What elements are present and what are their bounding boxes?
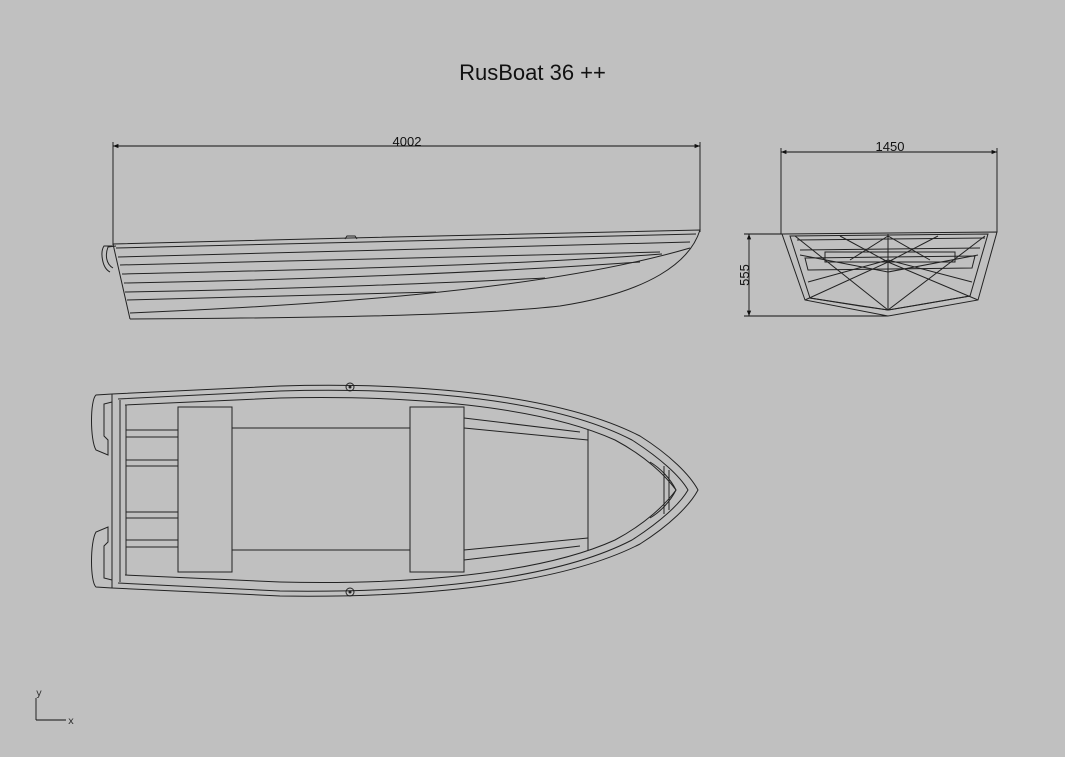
- top-hull: [91, 382, 699, 597]
- height-dimension-label: 555: [737, 264, 752, 286]
- height-dimension: 555: [737, 233, 888, 317]
- length-dimension: 4002: [112, 134, 701, 246]
- length-dimension-label: 4002: [393, 134, 422, 149]
- top-view: [91, 382, 699, 597]
- front-view: 1450 555: [737, 139, 998, 317]
- side-view: 4002: [101, 134, 701, 320]
- beam-dimension: 1450: [780, 139, 998, 234]
- side-hull: [101, 229, 701, 320]
- y-axis-label: y: [36, 688, 42, 699]
- drawing-title: RusBoat 36 ++: [459, 60, 606, 85]
- front-hull: [781, 231, 998, 317]
- axis-indicator: y x: [35, 688, 74, 727]
- x-axis-label: x: [68, 716, 74, 727]
- beam-dimension-label: 1450: [876, 139, 905, 154]
